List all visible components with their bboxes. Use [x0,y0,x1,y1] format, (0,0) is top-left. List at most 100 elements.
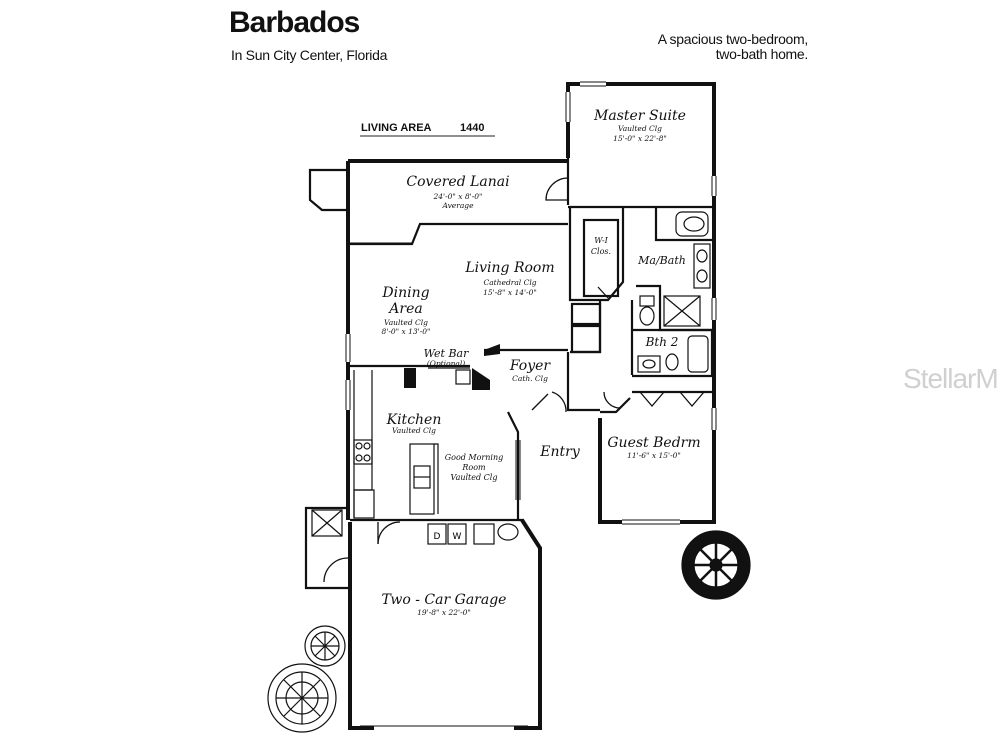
tagline-line-1: A spacious two-bedroom, [657,31,809,47]
dishwasher-label: D [434,532,441,542]
guest-entry-wall [600,397,631,414]
closet-label-2: Clos. [591,247,611,256]
shrub-medium [267,663,337,733]
dining-ceiling: Vaulted Clg [384,318,428,327]
kitchen-peninsula [434,443,439,514]
master-vanity [693,243,711,289]
master-sink-1 [696,249,708,263]
front-door-leaf [531,393,549,411]
solid-wall-pieces [404,344,500,390]
ac-unit [311,509,343,537]
bath2-tub [687,335,709,373]
good-morning-label-2: Room [461,463,486,472]
door-swings [323,177,705,583]
utility-door [323,557,349,583]
kitchen-ceiling: Vaulted Clg [392,426,436,435]
watermark: StellarM [903,363,999,394]
living-area-label: LIVING AREA [361,122,432,134]
linen-closet-2 [570,324,602,354]
wet-bar-label: Wet Bar [424,347,469,360]
windows [345,81,717,731]
plan-location: In Sun City Center, Florida [231,47,388,63]
good-morning-label: Good Morning [445,453,504,462]
utility-box [304,506,348,590]
lanai-door [545,177,569,201]
foyer-label: Foyer [509,358,552,374]
landscape [267,530,751,733]
dining-label-2: Area [387,301,422,317]
foyer-right-wall [566,352,600,412]
kitchen-counter-edge [354,370,373,491]
closet-label: W-I [594,236,608,245]
linen-wall [570,300,602,354]
garage-door-swing [377,521,401,545]
living-wall-stub [484,344,500,356]
entry-wall [507,411,520,520]
wet-bar-note: (Optional) [427,359,466,368]
interior-walls [304,158,714,590]
shrub-large [681,530,751,600]
living-room-label: Living Room [464,260,554,276]
master-suite-size: 15'-0" x 22'-8" [613,134,667,143]
tagline-line-2: two-bath home. [715,46,809,62]
master-bath-label: Ma/Bath [637,254,686,267]
lanai-step [308,168,346,212]
kitchen-label: Kitchen [386,412,442,428]
bath2-wall [632,328,714,378]
good-morning-ceiling: Vaulted Clg [451,473,498,482]
guest-closet-door-2 [679,391,705,407]
master-tub-basin [683,216,705,232]
fireplace-corner [472,368,490,390]
covered-lanai-label: Covered Lanai [406,174,509,190]
wet-bar-post [404,368,416,388]
foyer-door [551,391,567,413]
garage-label: Two - Car Garage [382,592,507,608]
washer-box [447,523,467,545]
bath2-toilet [665,353,679,371]
closet-inner-wall [582,218,620,298]
kitchen-island [409,443,435,515]
dishwasher-box [427,523,447,545]
master-tub [675,211,709,237]
wet-bar-sink [455,369,471,385]
master-suite-label: Master Suite [593,108,686,124]
garage-wall [348,518,542,730]
fixtures [311,211,711,545]
water-heater [497,523,519,541]
guest-bedroom-size: 11'-6" x 15'-0" [627,451,681,460]
dining-size: 8'-0" x 13'-0" [382,327,431,336]
dining-label: Dining [381,285,429,301]
covered-lanai-note: Average [441,201,474,210]
kitchen-range [353,439,373,465]
window-frames [345,81,717,727]
plan-tagline: A spacious two-bedroom, two-bath home. [657,31,809,62]
living-room-ceiling: Cathedral Clg [483,278,536,287]
master-sink-2 [696,269,708,283]
exterior-walls [346,82,716,730]
master-shower [663,295,701,327]
dryer-box [473,523,495,545]
living-room-size: 15'-8" x 14'-0" [483,288,537,297]
master-toilet-bowl [639,306,655,326]
lanai-living-wall [350,222,568,246]
bath-tub-wall [654,207,712,242]
closet-door [597,286,609,299]
linen-closet-1 [570,302,602,326]
closet-wall [568,207,625,302]
plan-title: Barbados [229,6,360,39]
guest-closet-door-1 [639,391,665,407]
guest-door [603,391,621,409]
master-toilet-tank [639,295,655,307]
bath2-sink [642,359,656,369]
washer-label: W [453,532,462,542]
guest-bedroom-label: Guest Bedrm [607,435,700,451]
kitchen-fridge [353,489,375,519]
master-suite-ceiling: Vaulted Clg [618,124,662,133]
bath2-vanity [637,355,661,373]
foyer-ceiling: Cath. Clg [512,374,548,383]
living-area-value: 1440 [460,122,485,134]
entry-label: Entry [539,444,581,460]
shrub-small [304,625,346,667]
